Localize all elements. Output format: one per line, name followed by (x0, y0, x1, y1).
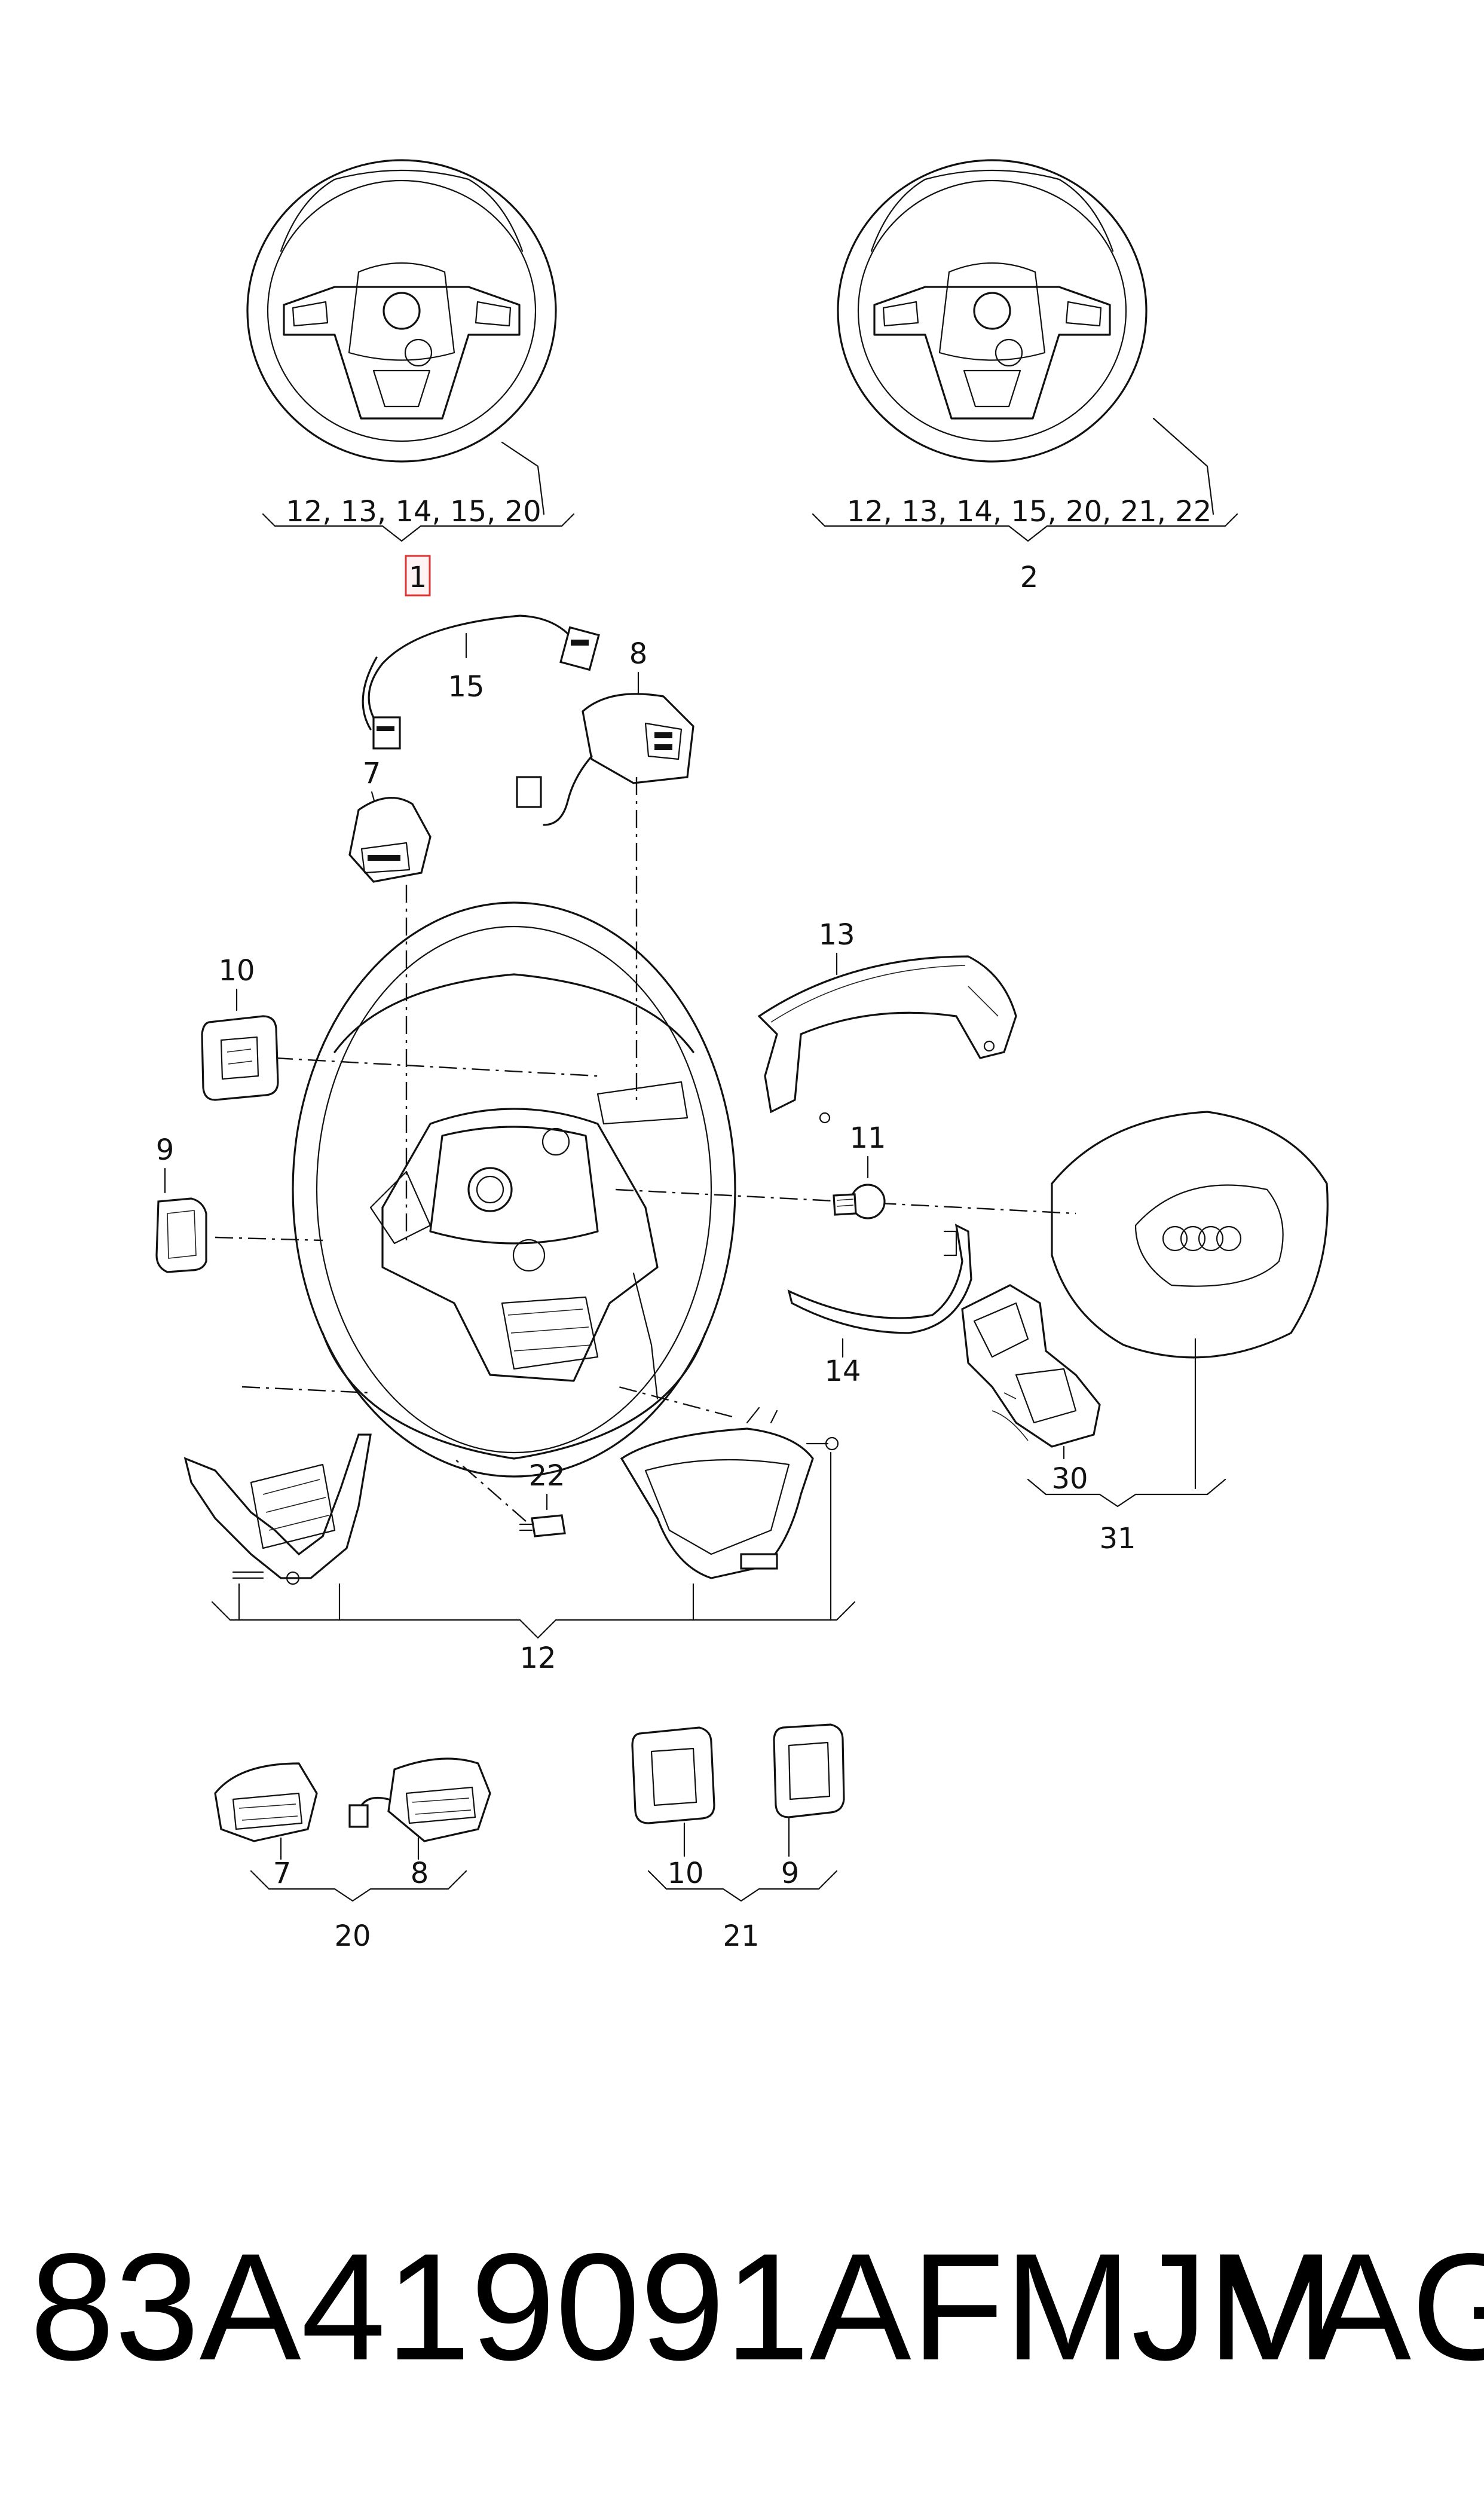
part-10-left-insert (201, 988, 279, 1101)
wheel-1-id-label: 1 (409, 561, 427, 594)
part-9-insert-lower (773, 1723, 845, 1857)
part-7-left-switch-module-lower (214, 1762, 318, 1860)
part-9-label-bottom: 9 (781, 1857, 800, 1890)
part-21-label: 21 (723, 1919, 759, 1953)
part-number: 83A419091AFMJM (30, 2222, 1335, 2392)
wheel-1-subparts-label: 12, 13, 14, 15, 20 (286, 495, 541, 528)
part-7-left-switch-module (348, 791, 432, 1243)
part-20-label: 20 (334, 1919, 371, 1953)
part-11-label: 11 (849, 1121, 886, 1155)
part-12-label: 12 (519, 1641, 556, 1675)
part-30-label: 30 (1051, 1462, 1088, 1496)
part-14-label: 14 (824, 1355, 861, 1388)
part-10-label-left: 10 (218, 954, 255, 988)
part-21-callout-bracket (647, 1870, 838, 1902)
part-12-left-trim (183, 1386, 372, 1585)
part-8-right-switch-module (516, 671, 694, 1100)
wheel-1-callout-bracket (262, 513, 575, 542)
airbag-unit-illustration (1051, 1111, 1329, 1490)
part-7-label-top: 7 (363, 757, 381, 790)
part-10-insert-lower (631, 1726, 715, 1857)
part-20-callout-bracket (250, 1870, 467, 1902)
part-9-left-clip (155, 1167, 207, 1273)
part-31-callout-bracket (1027, 1478, 1226, 1508)
part-8-label-bottom: 8 (411, 1857, 429, 1890)
steering-wheel-2-illustration (837, 159, 1214, 515)
part-11-bolt (833, 1155, 886, 1219)
part-7-label-bottom: 7 (273, 1857, 292, 1890)
part-10-label-bottom: 10 (667, 1857, 703, 1890)
wheel-2-callout-bracket (812, 513, 1238, 542)
part-9-label-left: 9 (156, 1133, 175, 1167)
part-14-lower-trim (787, 1224, 972, 1358)
brand-label: VAG (1219, 2222, 1484, 2392)
part-12-callout-bracket (211, 1451, 856, 1639)
part-8-label-top: 8 (629, 637, 648, 671)
wheel-2-id-label: 2 (1020, 561, 1039, 594)
wheel-1-id-highlight (405, 555, 431, 597)
part-15-label: 15 (448, 670, 484, 704)
part-31-label: 31 (1099, 1522, 1136, 1555)
part-30-control-unit (961, 1284, 1101, 1460)
part-13-label: 13 (818, 918, 855, 952)
part-8-right-switch-module-lower (348, 1757, 491, 1860)
footer: 83A419091AFMJM VAG (30, 2212, 1484, 2403)
part-22-bolt (454, 1458, 566, 1537)
four-rings-logo (1162, 1225, 1242, 1252)
part-13-upper-trim (757, 952, 1017, 1124)
part-22-label: 22 (528, 1459, 565, 1493)
part-12-center-trim (618, 1386, 839, 1579)
steering-wheel-1-illustration (246, 159, 557, 515)
main-steering-wheel-illustration (215, 901, 1076, 1478)
wheel-2-subparts-label: 12, 13, 14, 15, 20, 21, 22 (847, 495, 1212, 528)
part-15-wiring-harness (362, 615, 600, 750)
